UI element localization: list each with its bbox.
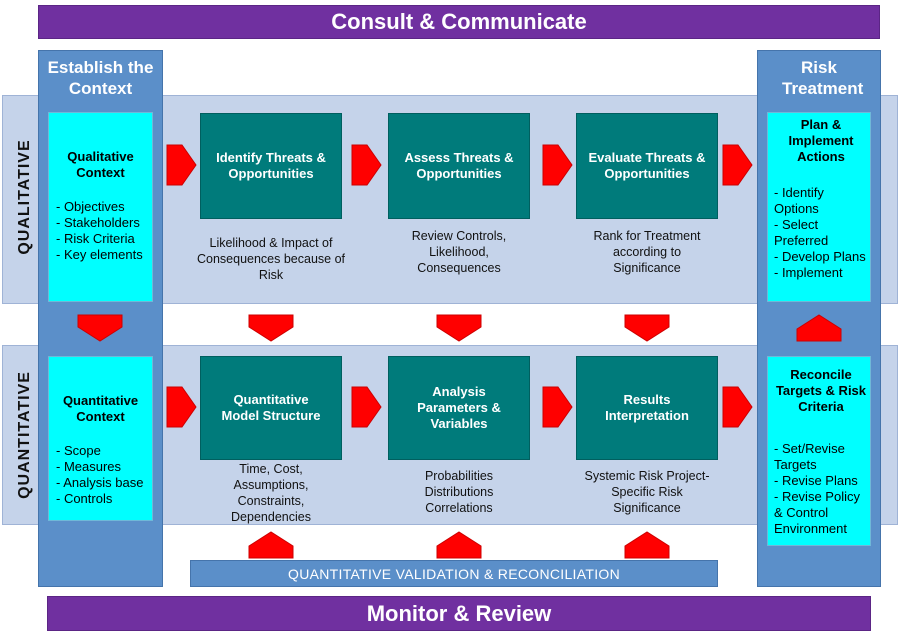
list-item: - Develop Plans: [774, 249, 866, 264]
quantitative-row-label: QUANTITATIVE: [16, 371, 33, 499]
identify-threats-box: Identify Threats & Opportunities: [200, 113, 342, 219]
arrow-down-icon: [77, 314, 123, 342]
qualitative-row-label: QUALITATIVE: [16, 139, 33, 255]
qualitative-context-box: Qualitative Context - Objectives - Stake…: [48, 112, 153, 302]
arrow-right-icon: [166, 144, 197, 186]
analysis-parameters-caption: Probabilities Distributions Correlations: [424, 469, 494, 515]
arrow-right-icon: [722, 144, 753, 186]
list-item: - Set/Revise Targets: [774, 441, 845, 472]
identify-threats-title: Identify Threats & Opportunities: [216, 150, 326, 181]
results-interpretation-box: Results Interpretation: [576, 356, 718, 460]
identify-threats-caption: Likelihood & Impact of Consequences beca…: [196, 236, 346, 282]
arrow-down-icon: [436, 314, 482, 342]
consult-communicate-label: Consult & Communicate: [331, 9, 587, 34]
list-item: - Scope: [56, 443, 101, 458]
results-interpretation-caption: Systemic Risk Project-Specific Risk Sign…: [584, 469, 710, 515]
reconcile-targets-box: Reconcile Targets & Risk Criteria - Set/…: [767, 356, 871, 546]
list-item: - Risk Criteria: [56, 231, 135, 246]
assess-threats-caption: Review Controls, Likelihood, Consequence…: [411, 229, 507, 275]
arrow-right-icon: [542, 144, 573, 186]
quantitative-context-title: Quantitative Context: [62, 393, 139, 424]
reconcile-targets-list: - Set/Revise Targets - Revise Plans - Re…: [774, 441, 868, 537]
reconcile-targets-title: Reconcile Targets & Risk Criteria: [775, 367, 867, 414]
monitor-review-banner: Monitor & Review: [47, 596, 871, 631]
list-item: - Analysis base: [56, 475, 144, 490]
model-structure-title: Quantitative Model Structure: [221, 392, 321, 423]
validation-reconciliation-bar: QUANTITATIVE VALIDATION & RECONCILIATION: [190, 560, 718, 587]
list-item: - Key elements: [56, 247, 143, 262]
evaluate-threats-caption: Rank for Treatment according to Signific…: [593, 229, 701, 275]
analysis-parameters-box: Analysis Parameters & Variables: [388, 356, 530, 460]
risk-treatment-title: Risk Treatment: [782, 58, 864, 98]
list-item: - Identify Options: [774, 185, 824, 216]
analysis-parameters-title: Analysis Parameters & Variables: [417, 384, 501, 431]
arrow-right-icon: [166, 386, 197, 428]
list-item: - Implement: [774, 265, 843, 280]
model-structure-caption: Time, Cost, Assumptions, Constraints, De…: [231, 462, 311, 524]
arrow-right-icon: [542, 386, 573, 428]
evaluate-threats-title: Evaluate Threats & Opportunities: [588, 150, 706, 181]
qualitative-context-title: Qualitative Context: [67, 149, 134, 180]
assess-threats-box: Assess Threats & Opportunities: [388, 113, 530, 219]
list-item: - Stakeholders: [56, 215, 140, 230]
evaluate-threats-box: Evaluate Threats & Opportunities: [576, 113, 718, 219]
list-item: - Revise Policy & Control Environment: [774, 489, 860, 536]
quantitative-context-list: - Scope - Measures - Analysis base - Con…: [56, 443, 152, 507]
arrow-right-icon: [351, 144, 382, 186]
list-item: - Objectives: [56, 199, 125, 214]
arrow-down-icon: [624, 314, 670, 342]
plan-implement-title: Plan & Implement Actions: [788, 117, 854, 164]
arrow-down-icon: [248, 314, 294, 342]
arrow-up-icon: [624, 531, 670, 559]
establish-context-title: Establish the Context: [47, 58, 154, 98]
quantitative-context-box: Quantitative Context - Scope - Measures …: [48, 356, 153, 521]
model-structure-box: Quantitative Model Structure: [200, 356, 342, 460]
arrow-up-icon: [796, 314, 842, 342]
list-item: - Revise Plans: [774, 473, 858, 488]
results-interpretation-title: Results Interpretation: [605, 392, 689, 423]
validation-reconciliation-label: QUANTITATIVE VALIDATION & RECONCILIATION: [288, 565, 620, 582]
arrow-up-icon: [248, 531, 294, 559]
qualitative-context-list: - Objectives - Stakeholders - Risk Crite…: [56, 199, 152, 263]
plan-implement-box: Plan & Implement Actions - Identify Opti…: [767, 112, 871, 302]
monitor-review-label: Monitor & Review: [366, 600, 552, 626]
list-item: - Select Preferred: [774, 217, 829, 248]
arrow-right-icon: [722, 386, 753, 428]
plan-implement-list: - Identify Options - Select Preferred - …: [774, 185, 868, 281]
list-item: - Measures: [56, 459, 122, 474]
consult-communicate-banner: Consult & Communicate: [38, 5, 880, 39]
arrow-right-icon: [351, 386, 382, 428]
assess-threats-title: Assess Threats & Opportunities: [404, 150, 514, 181]
list-item: - Controls: [56, 491, 113, 506]
arrow-up-icon: [436, 531, 482, 559]
